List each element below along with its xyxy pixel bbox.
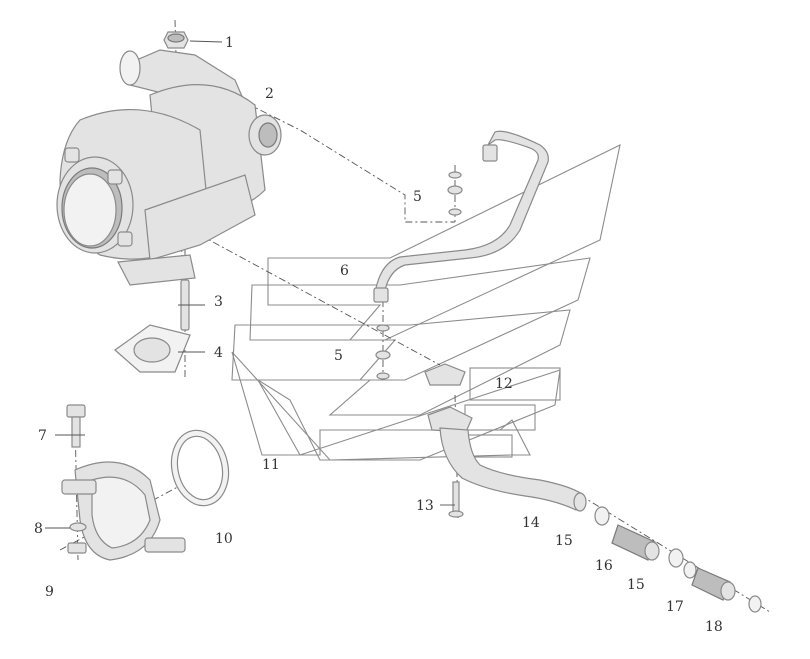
- clamp-bolt-part-7: [66, 404, 86, 448]
- hose-clamp-part-15-a: [594, 506, 610, 526]
- label-part-1: 1: [225, 35, 234, 51]
- label-part-6: 6: [340, 263, 349, 279]
- label-part-13: 13: [416, 498, 434, 514]
- label-part-4: 4: [214, 345, 223, 361]
- label-part-17: 17: [666, 599, 684, 615]
- hose-clamp-part-15-b: [668, 548, 684, 568]
- turbocharger-part-2: [56, 49, 282, 286]
- label-part-3: 3: [214, 294, 223, 310]
- label-part-10: 10: [215, 531, 233, 547]
- label-part-8: 8: [34, 521, 43, 537]
- label-part-12: 12: [495, 376, 513, 392]
- label-part-5-upper: 5: [413, 189, 422, 205]
- label-part-14: 14: [522, 515, 540, 531]
- label-part-9: 9: [45, 584, 54, 600]
- axis-oil-feed: [179, 69, 455, 223]
- rubber-hose-part-16: [611, 524, 660, 561]
- flange-gaskets-part-12: [424, 363, 473, 433]
- label-part-18: 18: [705, 619, 723, 635]
- banjo-washers-part-5-upper: [447, 171, 463, 216]
- axis-drain: [199, 234, 441, 366]
- connector-hose-part-18: [691, 567, 762, 613]
- label-part-16: 16: [595, 558, 613, 574]
- drain-pipe-part-14: [439, 427, 587, 512]
- gasket-part-4: [114, 324, 191, 373]
- label-part-7: 7: [38, 428, 47, 444]
- label-part-15-a: 15: [555, 533, 573, 549]
- clamp-washer-nut-part-8: [67, 522, 87, 554]
- part-number-labels: 1 2 3 4 5 5 6 7 8 9 10 11 12 13 14 15 15…: [34, 35, 723, 635]
- leader-lines: [45, 40, 455, 529]
- label-part-11: 11: [262, 457, 280, 473]
- clamp-part-17: [683, 561, 697, 579]
- label-part-5-lower: 5: [334, 348, 343, 364]
- flange-bolt-part-13: [448, 481, 464, 518]
- banjo-washers-part-5-lower: [375, 324, 391, 380]
- label-part-15-b: 15: [627, 577, 645, 593]
- label-part-2: 2: [265, 86, 274, 102]
- v-band-clamp-part-9: [61, 461, 186, 561]
- watermark-logo: [231, 144, 621, 461]
- nut-part-1: [163, 31, 189, 49]
- o-ring-part-10: [170, 429, 230, 507]
- oil-feed-pipe-part-6: [373, 130, 549, 303]
